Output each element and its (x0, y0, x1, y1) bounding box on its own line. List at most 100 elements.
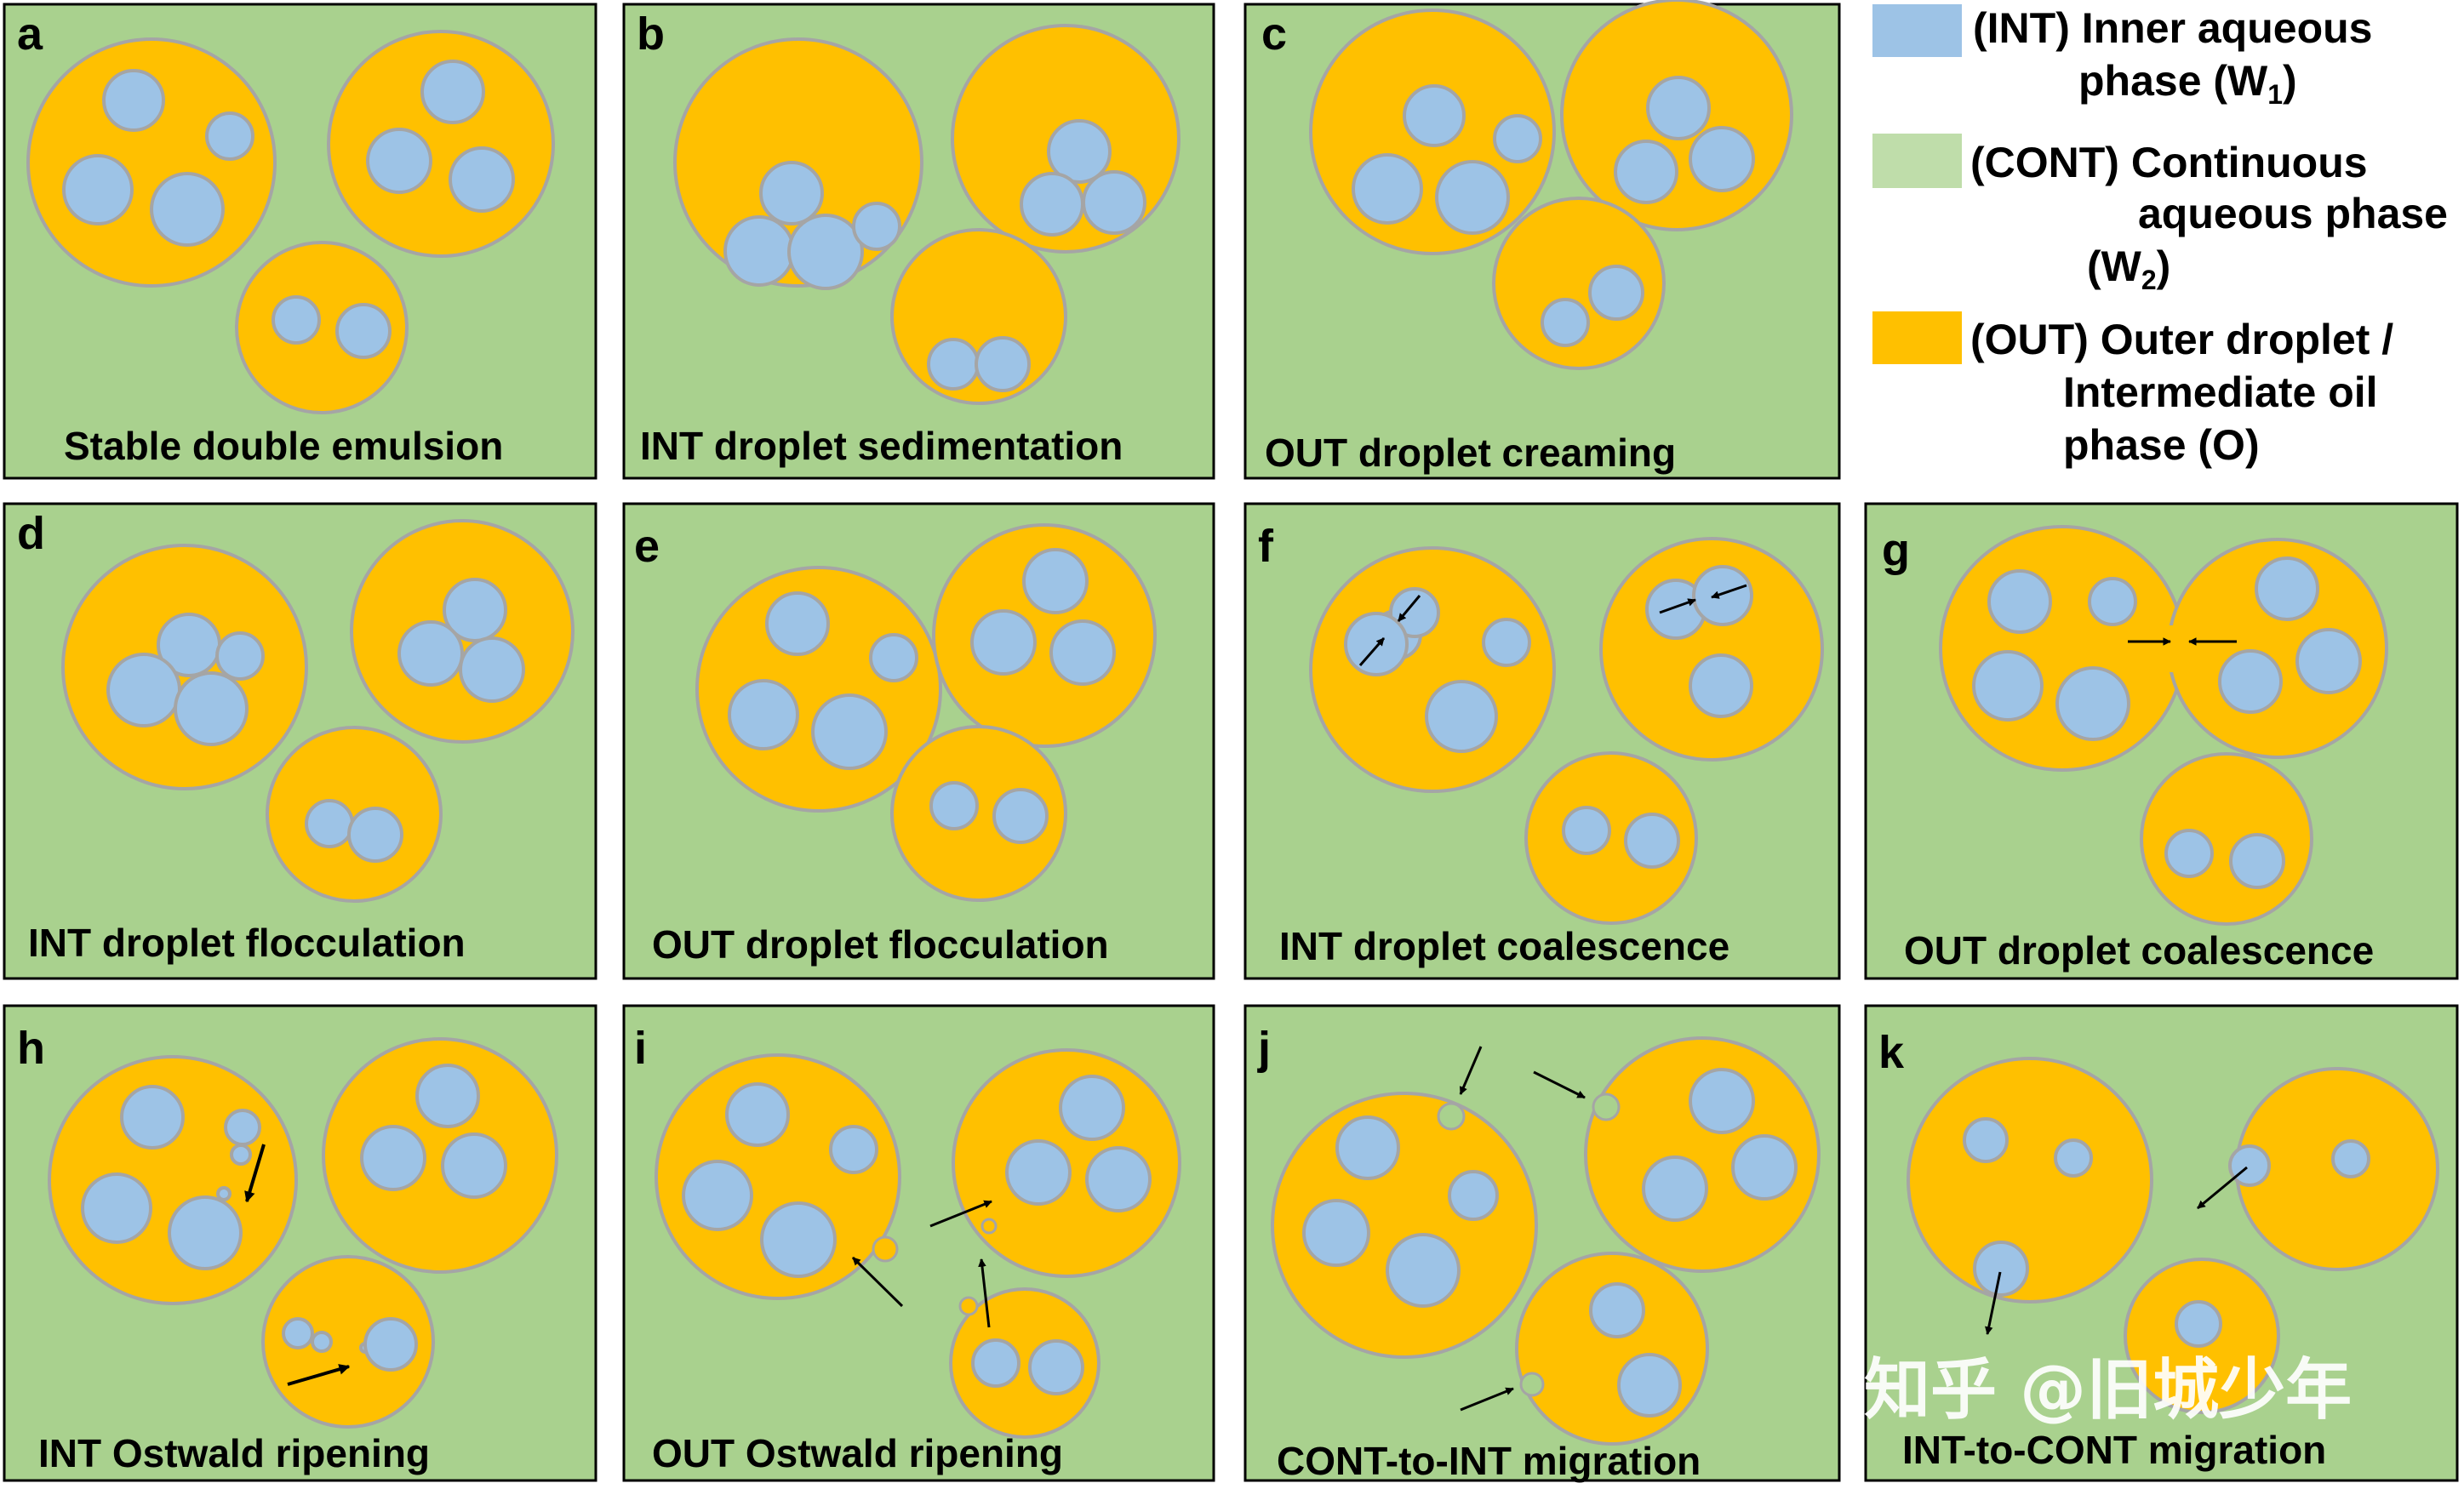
legend-item-out: (OUT) Outer droplet / Intermediate oil p… (1872, 311, 2393, 469)
inner-droplet (1972, 650, 2044, 722)
inner-droplet (272, 295, 321, 345)
inner-droplet (1689, 1068, 1755, 1134)
panel-caption: INT droplet sedimentation (640, 424, 1123, 468)
inner-droplet (1692, 565, 1753, 626)
legend-item-cont: (CONT) Continuous aqueous phase (W2) (1872, 134, 2448, 295)
inner-droplet (1617, 1353, 1682, 1418)
inner-droplet (224, 1109, 261, 1146)
inner-droplet (1493, 114, 1542, 163)
arrow-icon (851, 1256, 904, 1308)
inner-droplet (2228, 1144, 2271, 1187)
outer-droplet (1492, 197, 1666, 370)
outer-droplet (266, 726, 443, 903)
panel-k: k INT-to-CONT migration (1864, 1004, 2459, 1482)
inner-droplet (1614, 140, 1678, 204)
inner-droplet (723, 215, 795, 287)
outer-droplet (1309, 546, 1556, 793)
outer-droplet (261, 1255, 435, 1429)
inner-droplet (2055, 666, 2130, 741)
panel-letter: k (1878, 1027, 1905, 1078)
inner-droplet (62, 154, 134, 225)
panel-letter: b (637, 9, 665, 60)
panel-caption: INT droplet coalescence (1279, 924, 1729, 968)
inner-droplet (335, 303, 392, 359)
panel-h: h INT Ostwald ripening (3, 1004, 597, 1482)
inner-droplet (2088, 577, 2137, 626)
legend-cont-line3: (W2) (2087, 242, 2170, 295)
inner-droplet (1028, 1339, 1084, 1395)
inner-droplet (449, 146, 515, 213)
panel-j: j CONT-to-INT migration (1243, 1004, 1841, 1483)
inner-droplet (2295, 628, 2362, 694)
small-continuous-droplet (1592, 1093, 1621, 1121)
inner-droplet (1302, 1199, 1370, 1267)
outer-droplet (235, 241, 409, 414)
small-continuous-droplet (1519, 1372, 1545, 1397)
small-outer-droplet (872, 1235, 899, 1263)
legend-cont-line2: aqueous phase (2138, 190, 2448, 237)
panel-letter: h (17, 1023, 45, 1074)
panel-b: b INT droplet sedimentation (622, 3, 1215, 480)
panel-letter: g (1882, 525, 1910, 576)
inner-droplet (975, 336, 1031, 392)
panel-g: g OUT droplet coalescence (1864, 502, 2459, 980)
outer-droplet (655, 1053, 901, 1300)
legend-int-line2: phase (W1) (2078, 57, 2297, 110)
inner-droplet (1448, 1170, 1499, 1221)
panel-d: d INT droplet flocculation (3, 502, 597, 980)
panel-letter: f (1258, 521, 1274, 572)
inner-droplet (1689, 653, 1753, 718)
outer-droplet (1584, 1036, 1821, 1273)
inner-droplet (1588, 265, 1644, 321)
panel-caption: OUT droplet coalescence (1904, 928, 2374, 973)
legend: (INT) Inner aqueous phase (W1) (CONT) Co… (1872, 4, 2448, 469)
inner-droplet (1049, 619, 1116, 686)
arrow-icon (1985, 1271, 2002, 1335)
legend-out-line1: (OUT) Outer droplet / (1970, 316, 2393, 363)
inner-droplet (415, 1064, 480, 1128)
inner-droplet (2218, 649, 2283, 714)
inner-droplet (168, 1195, 243, 1270)
inner-droplet (347, 807, 403, 863)
inner-droplet (230, 1144, 252, 1166)
inner-droplet (1624, 813, 1680, 869)
panel-caption: OUT droplet creaming (1265, 431, 1676, 475)
inner-droplet (311, 1331, 333, 1353)
arrow-icon (929, 1200, 992, 1228)
inner-droplet (725, 1082, 790, 1147)
inner-droplet (1082, 170, 1146, 235)
inner-droplet (366, 128, 432, 194)
inner-droplet (1987, 569, 2052, 634)
inner-droplet (1085, 1146, 1152, 1212)
inner-droplet (992, 788, 1049, 844)
inner-droplet (1344, 612, 1409, 676)
inner-droplet (1335, 1115, 1400, 1180)
inner-droplet (1352, 153, 1423, 225)
panel-caption: INT-to-CONT migration (1902, 1428, 2326, 1472)
outer-droplet (1515, 1252, 1709, 1446)
inner-droplet (682, 1160, 753, 1231)
inner-phase-swatch-icon (1872, 4, 1962, 57)
inner-droplet (929, 781, 979, 830)
inner-droplet (215, 631, 265, 681)
inner-droplet (1541, 298, 1590, 347)
panel-c: c OUT droplet creaming (1243, 0, 1841, 480)
inner-droplet (397, 620, 464, 687)
inner-droplet (1022, 548, 1089, 614)
inner-droplet (106, 653, 181, 727)
panel-caption: INT Ostwald ripening (38, 1431, 430, 1475)
inner-droplet (1482, 618, 1531, 667)
inner-droplet (811, 693, 888, 770)
inner-droplet (1403, 84, 1466, 147)
inner-droplet (1386, 1233, 1461, 1308)
inner-droplet (363, 1317, 418, 1372)
watermark: 知乎 @旧城少年 (1864, 1352, 2352, 1429)
inner-droplet (787, 214, 864, 290)
arrow-icon (1358, 637, 1386, 666)
panel-letter: a (17, 9, 43, 60)
inner-droplet (728, 679, 799, 750)
inner-droplet (1731, 1134, 1798, 1201)
panel-letter: e (634, 521, 660, 572)
outer-droplet (1907, 1057, 2153, 1304)
outer-droplet (2140, 752, 2313, 926)
